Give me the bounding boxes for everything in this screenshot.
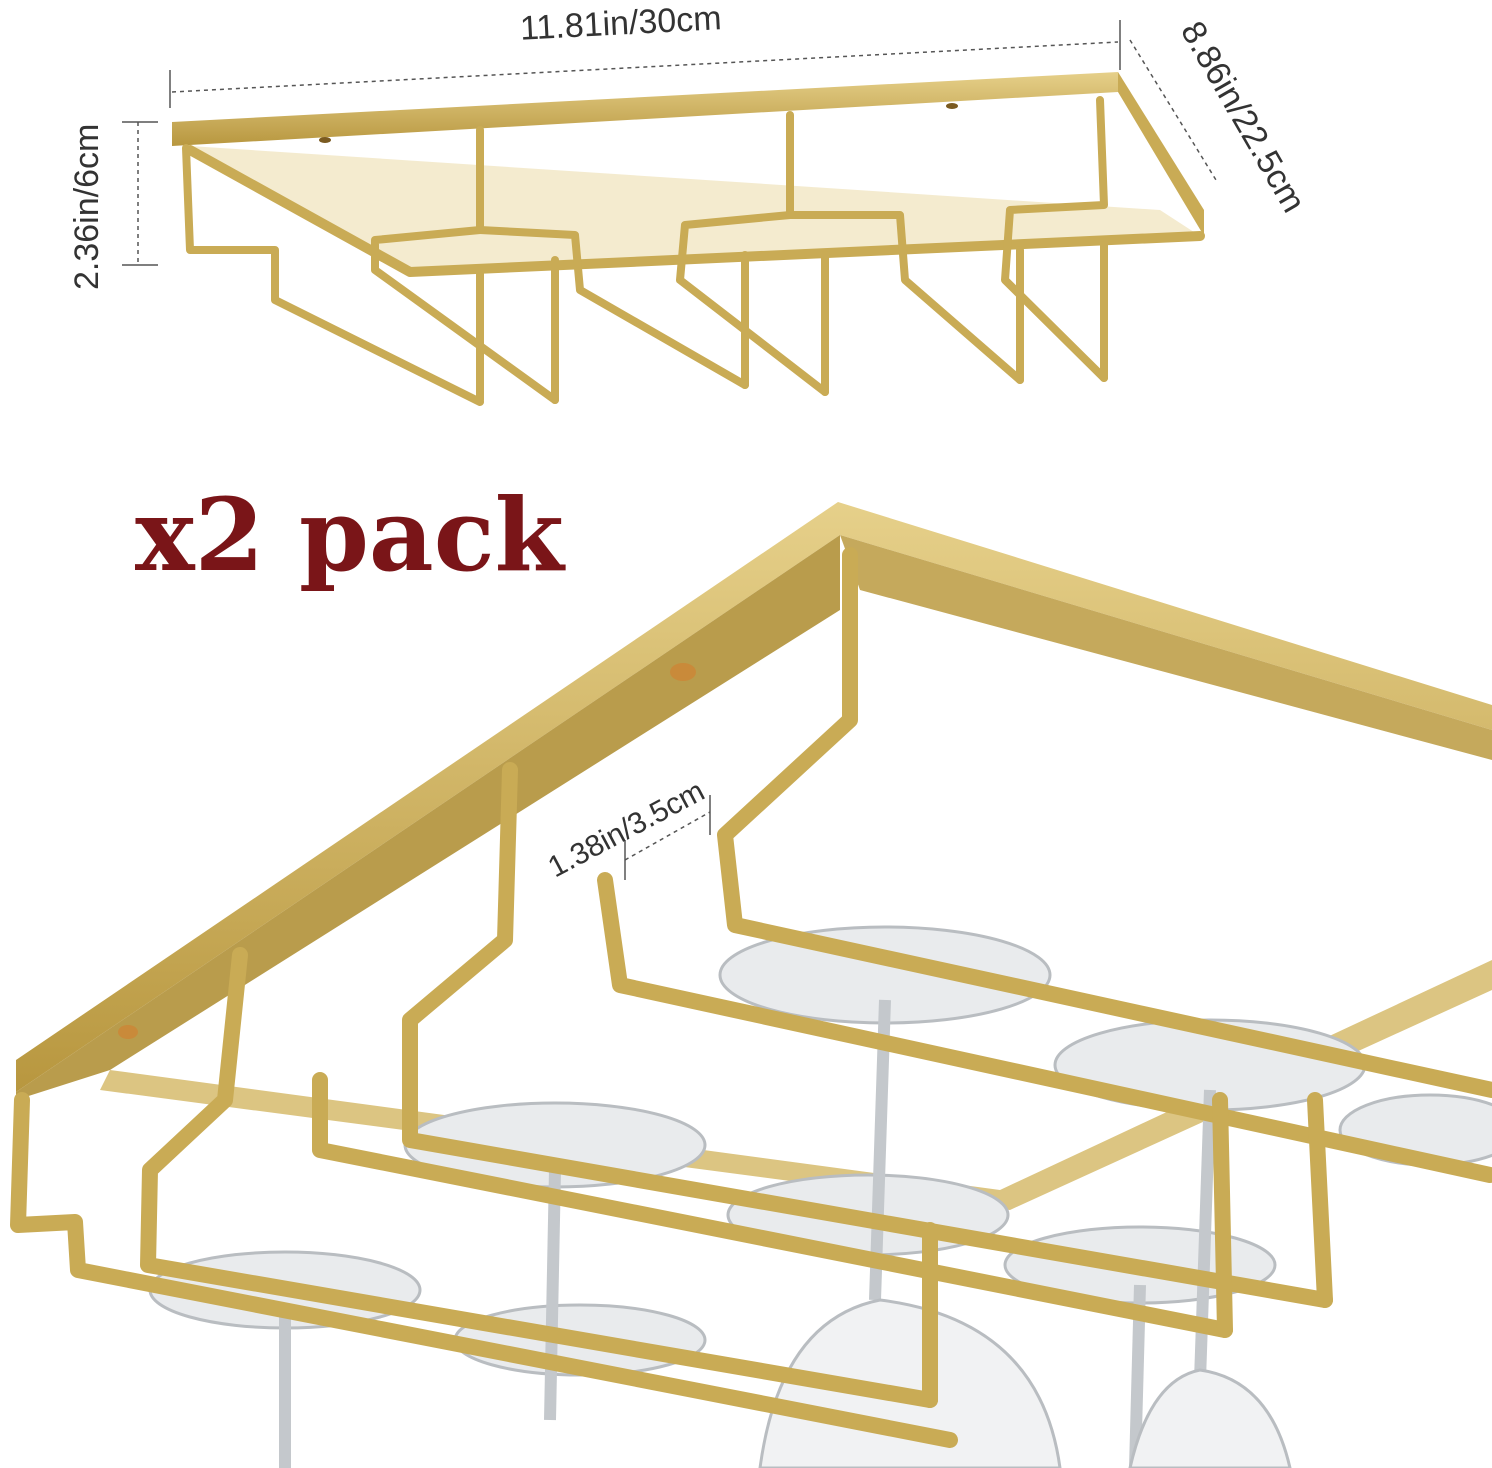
rack-back-bar: [100, 960, 1492, 1210]
slot-spacing-label: 1.38in/3.5cm: [543, 774, 710, 884]
top-rack-back-bar: [190, 146, 1200, 272]
mount-hole: [319, 137, 331, 143]
width-dimension-label: 8.86in/22.5cm: [1173, 15, 1313, 219]
mount-hole: [118, 1025, 138, 1039]
large-rack-closeup: 1.38in/3.5cm: [10, 502, 1492, 1468]
mount-hole: [946, 103, 958, 109]
length-dimension-label: 11.81in/30cm: [519, 0, 722, 48]
top-rack-side-bar: [1118, 72, 1204, 236]
mount-hole: [670, 663, 696, 681]
top-rack-diagram: 11.81in/30cm 8.86in/22.5cm 2.36in/6cm: [68, 0, 1313, 406]
rack-side-face: [16, 535, 840, 1100]
height-dimension-label: 2.36in/6cm: [68, 124, 106, 290]
top-rack-front-bar: [172, 72, 1118, 146]
pack-label: x2 pack: [135, 476, 566, 594]
wine-glass-bowl: [1128, 1368, 1292, 1468]
rack-right-face: [840, 535, 1492, 760]
